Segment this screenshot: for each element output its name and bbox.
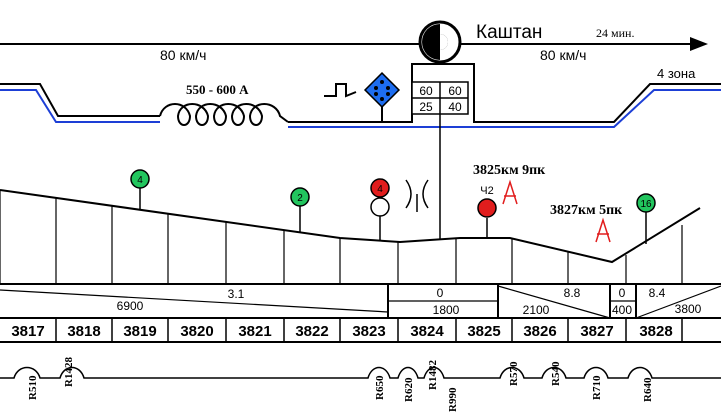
marker-symbol-icon [502, 179, 611, 243]
speed-box-bottom-left: 25 [419, 100, 433, 114]
profile-length: 400 [612, 303, 632, 317]
curve-radius-label: R540 [550, 361, 562, 386]
signal-post: 4 [370, 178, 390, 240]
km-row [0, 318, 721, 343]
signal-post: 4 [130, 169, 150, 210]
direction-arrow-icon [690, 37, 708, 51]
speed-box-top-left: 60 [419, 84, 433, 98]
km-label: 3820 [180, 323, 213, 340]
km-label: 3826 [523, 323, 556, 340]
curve-radius-label: R990 [447, 387, 459, 412]
station-name: Каштан [476, 22, 542, 43]
signal-light-icon [130, 169, 150, 189]
curve-radius-label: R710 [591, 375, 603, 400]
signal-white-light-icon [370, 197, 390, 217]
profile-grade: 8.4 [649, 286, 666, 300]
signal-light-icon [370, 178, 390, 198]
profile-grade: 8.8 [564, 286, 581, 300]
signal-label: 4 [137, 175, 143, 186]
signal-label: 4 [377, 184, 383, 195]
curve-radius-label: R510 [27, 375, 39, 400]
km-label: 3828 [639, 323, 672, 340]
signal-light-icon [636, 193, 656, 213]
signal-label: 2 [297, 193, 303, 204]
profile-grade: 0 [619, 286, 626, 300]
km-label: 3824 [410, 323, 444, 340]
curve-labels: R510 R1428 R650 R620 R1482 R990 R570 R54… [27, 357, 654, 412]
marker-text: 3827км 5пк [550, 203, 623, 218]
km-label: 3818 [67, 323, 100, 340]
km-labels: 3817 3818 3819 3820 3821 3822 3823 3824 … [11, 323, 672, 340]
signal-label: 16 [640, 199, 652, 210]
profile-length: 6900 [117, 299, 144, 313]
curve-radius-label: R620 [403, 377, 415, 402]
curve-radius-label: R650 [374, 375, 386, 400]
speed-box-top-right: 60 [448, 84, 462, 98]
km-label: 3825 [467, 323, 500, 340]
dotted-diamond-sign-icon [363, 71, 401, 122]
curve-radius-label: R1482 [427, 360, 439, 390]
signal-light-icon [290, 187, 310, 207]
curve-line [0, 366, 721, 379]
reactor-coil-icon [159, 103, 289, 126]
km-label: 3823 [352, 323, 385, 340]
profile-grade: 3.1 [228, 287, 245, 301]
speed-right: 80 км/ч [540, 47, 586, 63]
km-label: 3821 [238, 323, 271, 340]
catenary-zone: 4 зона [657, 66, 696, 81]
ch-signal-light-icon [477, 198, 497, 218]
km-label: 3817 [11, 323, 44, 340]
section-insulator-icon [324, 83, 357, 98]
speed-box-bottom-right: 40 [448, 100, 462, 114]
speed-limit-box [411, 81, 469, 240]
profile-table [0, 283, 721, 319]
catenary-lines [0, 63, 721, 128]
signal-post: 2 [290, 187, 310, 232]
station-time-note: 24 мин. [596, 26, 634, 40]
catenary-current: 550 - 600 А [186, 82, 249, 97]
curve-radius-label: R640 [642, 377, 654, 402]
neutral-insert-icon [405, 179, 429, 212]
profile-length: 1800 [433, 303, 460, 317]
profile-labels: 3.1 6900 0 1800 8.8 2100 0 400 8.4 3800 [117, 286, 702, 317]
speed-left: 80 км/ч [160, 47, 206, 63]
curve-radius-label: R1428 [63, 357, 75, 387]
signal-post: 16 [636, 193, 656, 244]
ch-signal-label: Ч2 [480, 185, 493, 197]
ch-signal: Ч2 [477, 185, 497, 238]
km-label: 3819 [123, 323, 156, 340]
station-symbol-icon [418, 20, 462, 64]
curve-radius-label: R570 [508, 361, 520, 386]
profile-length: 2100 [523, 303, 550, 317]
profile-length: 3800 [675, 302, 702, 316]
km-label: 3822 [295, 323, 328, 340]
marker-text: 3825км 9пк [473, 163, 546, 178]
km-label: 3827 [580, 323, 613, 340]
profile-grid [0, 189, 701, 284]
profile-grade: 0 [437, 286, 444, 300]
